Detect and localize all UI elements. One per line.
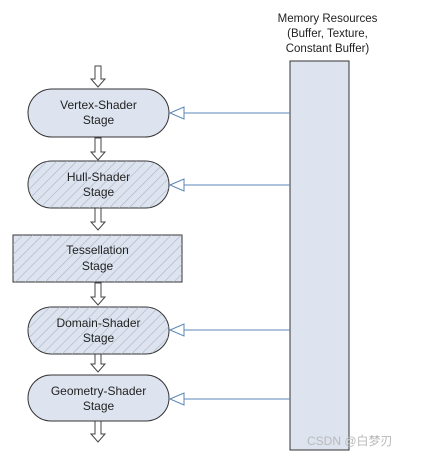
stage-label-line2: Stage bbox=[82, 259, 114, 273]
stage-label-line1: Geometry-Shader bbox=[51, 384, 146, 398]
memory-resources-title: Memory Resources bbox=[277, 13, 378, 25]
stage-label-line1: Domain-Shader bbox=[56, 316, 140, 330]
connector-arrowhead-vertex bbox=[168, 106, 185, 120]
stage-label-line1: Vertex-Shader bbox=[60, 98, 137, 112]
flow-arrow-1 bbox=[89, 137, 107, 161]
memory-resources-box bbox=[289, 60, 350, 451]
memory-resources-subtitle-1: (Buffer, Texture, bbox=[287, 28, 368, 40]
stage-geometry-shader bbox=[27, 374, 170, 422]
flow-arrow-3 bbox=[89, 282, 107, 306]
connector-arrowhead-domain bbox=[168, 323, 185, 337]
flow-arrow-input bbox=[89, 65, 107, 88]
watermark: CSDN @白梦刃 bbox=[307, 434, 393, 448]
stage-label-line2: Stage bbox=[83, 331, 115, 345]
flow-arrow-2 bbox=[89, 207, 107, 231]
memory-connectors bbox=[168, 106, 290, 406]
stage-label-line1: Tessellation bbox=[66, 243, 129, 257]
memory-resources-label: Memory Resources (Buffer, Texture, Const… bbox=[240, 12, 415, 57]
connector-arrowhead-geometry bbox=[168, 392, 185, 406]
memory-resources-subtitle-2: Constant Buffer) bbox=[285, 43, 370, 55]
stage-label-line1: Hull-Shader bbox=[67, 170, 130, 184]
flow-arrows bbox=[89, 65, 107, 443]
connector-arrowhead-hull bbox=[168, 178, 185, 192]
stage-label-line2: Stage bbox=[83, 185, 115, 199]
flow-arrow-output bbox=[89, 420, 107, 443]
stage-label-line2: Stage bbox=[83, 113, 115, 127]
stage-label-line2: Stage bbox=[83, 399, 115, 413]
